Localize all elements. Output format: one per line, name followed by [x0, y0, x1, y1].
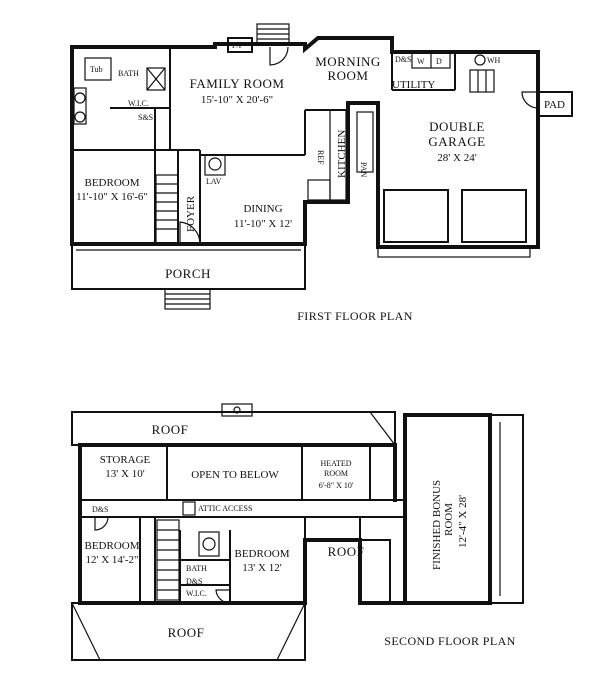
bedroom-right-dims: 13' X 12': [242, 562, 281, 574]
bonus-room-dims: 12'-4" X 28': [457, 495, 469, 548]
washer-label: W: [417, 57, 425, 66]
second-floor-plan: ROOF STORAGE 13' X 10' OPEN TO BELOW HEA…: [71, 403, 524, 661]
bedroom-dims: 11'-10" X 16'-6": [76, 191, 148, 203]
bath-upper-label: BATH: [186, 564, 207, 573]
fp-label: F/P: [232, 41, 244, 50]
shower: [146, 67, 166, 91]
attic-hatch: [182, 501, 196, 516]
pad-outline: [537, 91, 573, 117]
garage-door-1: [383, 189, 449, 243]
garage-door-2: [461, 189, 527, 243]
bedroom-left-name: BEDROOM: [84, 540, 139, 552]
heated-room-dims: 6'-8" X 10': [319, 481, 354, 490]
storage-dims: 13' X 10': [105, 468, 144, 480]
roof-mid-outline: [305, 539, 391, 604]
bedroom-name: BEDROOM: [84, 177, 139, 189]
porch-label: PORCH: [165, 266, 211, 281]
ref-label: REF: [316, 150, 325, 165]
stair-first-floor: [155, 174, 179, 245]
pan-label: PAN: [359, 162, 368, 177]
first-floor-outline: [70, 36, 540, 249]
lav-fixtures: [204, 154, 226, 176]
roof-bottom-label: ROOF: [168, 625, 205, 640]
wh-label: WH: [487, 56, 501, 65]
heated-room-name-2: ROOM: [324, 469, 348, 478]
dining-dims: 11'-10" X 12': [234, 218, 292, 230]
closet-door-wic: [215, 589, 231, 604]
second-floor-title: SECOND FLOOR PLAN: [384, 634, 515, 648]
tub-label: Tub: [90, 65, 103, 74]
rear-steps: [256, 23, 290, 45]
morning-room-name-2: ROOM: [327, 68, 368, 83]
tub: [84, 57, 112, 81]
lav-label: LAV: [206, 177, 222, 186]
garage-dims: 28' X 24': [437, 152, 476, 164]
utility-label: UTILITY: [392, 79, 435, 91]
heated-room-name-1: HEATED: [320, 459, 351, 468]
garage-door-side: [521, 91, 539, 109]
bedroom-left-dims: 12' X 14'-2": [85, 554, 138, 566]
kitchen-counter: [329, 109, 347, 201]
stair-second-floor: [156, 519, 180, 601]
morning-room-name-1: MORNING: [315, 54, 381, 69]
open-to-below-label: OPEN TO BELOW: [191, 469, 279, 481]
bonus-room-name-1: FINISHED BONUS: [431, 480, 443, 570]
foyer-label: FOYER: [185, 195, 197, 232]
bedroom-right-name: BEDROOM: [234, 548, 289, 560]
roof-mid-label: ROOF: [328, 544, 365, 559]
ds-upper-label-1: D&S: [92, 505, 108, 514]
fireplace: [227, 37, 253, 53]
rear-door: [269, 46, 289, 66]
bonus-room-name-2: ROOM: [443, 503, 455, 536]
closet-door-left: [94, 516, 109, 531]
porch-steps: [164, 288, 211, 310]
bonus-side-roof: [490, 414, 524, 604]
wic-label: W.I.C.: [128, 99, 149, 108]
second-floor-interior-walls: [80, 445, 405, 603]
ds-upper-label-2: D&S: [186, 577, 202, 586]
storage-name: STORAGE: [100, 454, 151, 466]
bath-fixtures-upper: [198, 531, 220, 557]
garage-name-1: DOUBLE: [429, 119, 485, 134]
first-floor-plan: FAMILY ROOM 15'-10" X 20'-6" MORNING ROO…: [70, 23, 573, 323]
kitchen-label: KITCHEN: [336, 130, 348, 178]
bath-label: BATH: [118, 69, 139, 78]
wic-upper-label: W.I.C.: [186, 589, 207, 598]
dining-name: DINING: [243, 203, 282, 215]
roof-top-label: ROOF: [152, 422, 189, 437]
front-door: [179, 221, 201, 245]
shelf-label: S&S: [138, 113, 153, 122]
family-room-name: FAMILY ROOM: [190, 76, 285, 91]
ds-label: D&S: [395, 55, 411, 64]
garage-name-2: GARAGE: [428, 134, 485, 149]
roof-top-outline: [71, 411, 396, 446]
first-floor-title: FIRST FLOOR PLAN: [297, 309, 413, 323]
pad-label: PAD: [544, 99, 565, 111]
family-room-dims: 15'-10" X 20'-6": [201, 94, 273, 106]
dryer-label: D: [436, 57, 442, 66]
attic-access-label: ATTIC ACCESS: [198, 504, 252, 513]
